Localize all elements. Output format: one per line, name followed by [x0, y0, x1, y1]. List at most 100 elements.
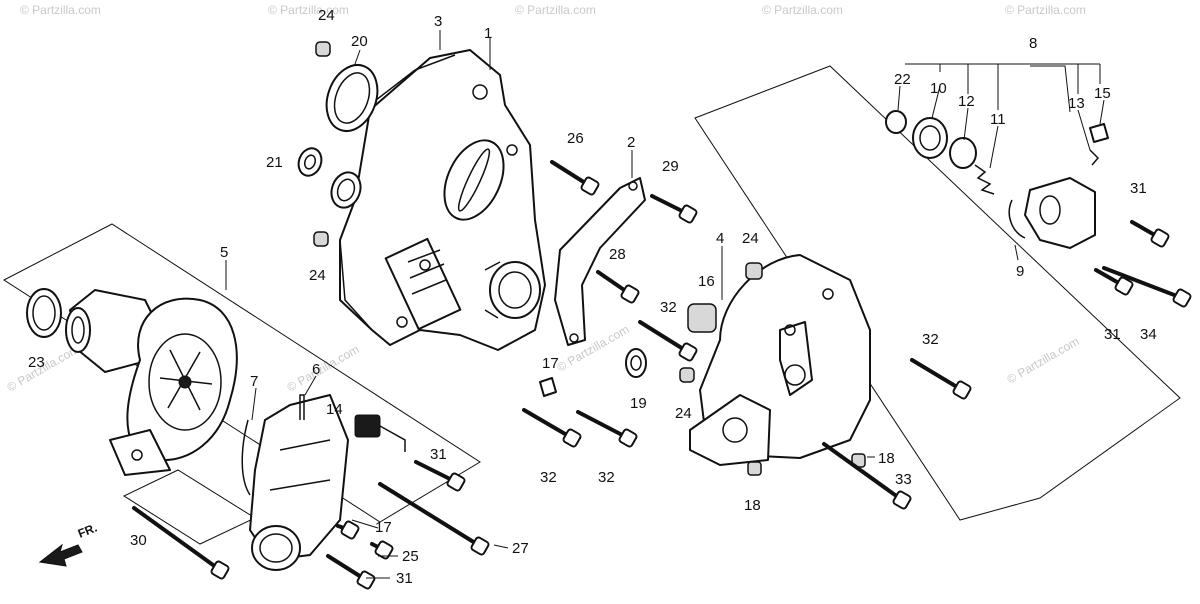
group-8-bracket	[1030, 65, 1071, 113]
gasket-9	[1008, 199, 1026, 239]
callout-32: 32	[540, 469, 557, 486]
bolt-head	[446, 472, 466, 492]
callout-9: 9	[1016, 263, 1024, 280]
bolt-head	[618, 428, 638, 448]
dowel-pin-24	[679, 367, 695, 383]
watermark: © Partzilla.com	[1005, 3, 1086, 17]
crankcase-cover-left	[339, 49, 546, 351]
seal-21	[297, 147, 323, 177]
callout-17: 17	[375, 519, 392, 536]
bolt-shaft	[638, 320, 690, 354]
seal-22	[885, 110, 907, 134]
callout-6: 6	[312, 361, 320, 378]
callout-31: 31	[430, 446, 447, 463]
callout-31: 31	[1104, 326, 1121, 343]
callout-31: 31	[1130, 180, 1147, 197]
bolt-head	[340, 520, 360, 540]
dowel-pin-24	[745, 262, 763, 280]
callout-20: 20	[351, 33, 368, 50]
bolt-head	[620, 284, 640, 304]
callout-10: 10	[930, 80, 947, 97]
bolt-head	[1150, 228, 1170, 248]
bolt-head	[210, 560, 230, 580]
oil-pump-group-outline	[694, 65, 1181, 521]
water-pump-group-outline	[3, 223, 481, 523]
bolt-shaft	[576, 410, 630, 440]
bush-16	[687, 303, 717, 333]
dowel-pin-24	[313, 231, 329, 247]
dowel-pin-24	[315, 41, 331, 57]
callout-21: 21	[266, 154, 283, 171]
callout-8: 8	[1029, 35, 1037, 52]
water-pump-body	[26, 288, 238, 476]
bolt-shaft	[822, 442, 904, 502]
watermark: © Partzilla.com	[268, 3, 349, 17]
callout-18: 18	[878, 450, 895, 467]
callout-17: 17	[542, 355, 559, 372]
bolts	[132, 160, 1192, 590]
callout-2: 2	[627, 134, 635, 151]
callout-24: 24	[309, 267, 326, 284]
seal-19	[625, 348, 647, 378]
watermark: © Partzilla.com	[1005, 334, 1082, 387]
bolt-shaft	[522, 408, 574, 440]
seal-small	[330, 171, 362, 209]
dowel-pin-18	[747, 461, 762, 476]
washer-17	[539, 377, 557, 397]
bolt-head	[374, 540, 394, 560]
callout-15: 15	[1094, 85, 1111, 102]
sensor-14	[354, 414, 381, 438]
watermark: © Partzilla.com	[762, 3, 843, 17]
callout-30: 30	[130, 532, 147, 549]
crankcase-cover-right	[539, 254, 871, 476]
bolt-head	[580, 176, 600, 196]
callout-12: 12	[958, 93, 975, 110]
water-pump-cover	[241, 394, 406, 571]
callout-13: 13	[1068, 95, 1085, 112]
callout-32: 32	[922, 331, 939, 348]
bolt-head	[1114, 276, 1134, 296]
watermark: © Partzilla.com	[515, 3, 596, 17]
callout-26: 26	[567, 130, 584, 147]
front-arrow-icon: FR.	[38, 521, 99, 567]
watermark: © Partzilla.com	[285, 342, 362, 395]
bolt-shaft	[132, 506, 222, 572]
bolt-shaft	[910, 358, 964, 392]
callout-31: 31	[396, 570, 413, 587]
bolt-shaft	[1102, 266, 1184, 300]
callout-4: 4	[716, 230, 724, 247]
callout-32: 32	[660, 299, 677, 316]
callout-27: 27	[512, 540, 529, 557]
callout-25: 25	[402, 548, 419, 565]
callout-5: 5	[220, 244, 228, 261]
callout-1: 1	[484, 25, 492, 42]
bolt-head	[892, 490, 912, 510]
callout-18: 18	[744, 497, 761, 514]
callout-23: 23	[28, 354, 45, 371]
clip-15	[1089, 123, 1109, 143]
bolt-shaft	[378, 482, 482, 548]
gasket-2	[554, 177, 646, 346]
bolt-head	[470, 536, 490, 556]
bolt-head	[678, 342, 698, 362]
callout-32: 32	[598, 469, 615, 486]
spring-11	[974, 164, 995, 195]
callout-7: 7	[250, 373, 258, 390]
bolt-head	[678, 204, 698, 224]
pin-13	[1089, 149, 1100, 166]
callout-33: 33	[895, 471, 912, 488]
callouts: 1 2 3 4 5 6 7 8 9 10 11 12 13 14 15 16 1…	[28, 7, 1157, 587]
bolt-head	[562, 428, 582, 448]
seal-12	[949, 137, 977, 169]
callout-24: 24	[675, 405, 692, 422]
o-ring-20	[325, 64, 379, 132]
callout-34: 34	[1140, 326, 1157, 343]
oil-pump-assembly	[885, 110, 1109, 249]
callout-24: 24	[318, 7, 335, 24]
front-label: FR.	[76, 521, 99, 541]
callout-24: 24	[742, 230, 759, 247]
bearing-10	[912, 117, 948, 159]
watermark: © Partzilla.com	[20, 3, 101, 17]
